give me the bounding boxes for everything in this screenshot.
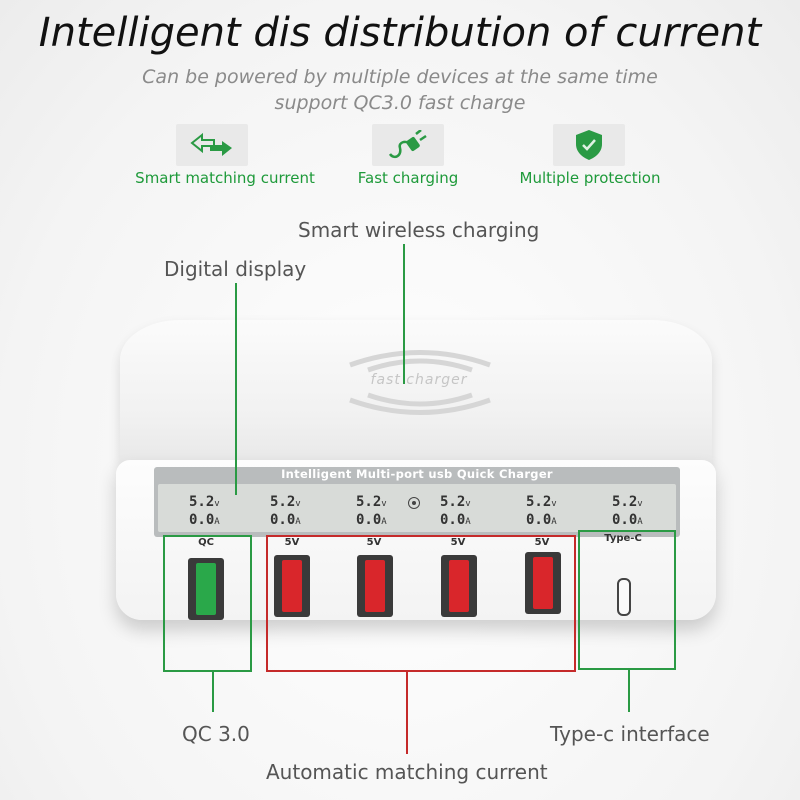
callout-display: Digital display (164, 257, 307, 281)
usb-port-4[interactable] (525, 552, 561, 614)
reading-5: 5.2v 0.0A (526, 494, 557, 528)
feature-fast-charging-label: Fast charging (357, 169, 459, 187)
callout-auto: Automatic matching current (266, 760, 548, 784)
subtitle-line-2: support QC3.0 fast charge (274, 92, 526, 114)
callout-typec: Type-c interface (550, 722, 710, 746)
plug-icon (388, 130, 427, 159)
leader-qc (212, 670, 214, 712)
leader-typec (628, 668, 630, 712)
subtitle-line-1: Can be powered by multiple devices at th… (142, 66, 658, 88)
arrows-switch-icon (190, 132, 232, 156)
wireless-status-icon (408, 497, 420, 509)
callout-qc: QC 3.0 (182, 722, 250, 746)
reading-3: 5.2v 0.0A (356, 494, 387, 528)
qc-highlight-box (163, 535, 252, 672)
usb-port-3[interactable] (441, 555, 477, 617)
callout-wireless: Smart wireless charging (298, 218, 540, 242)
wireless-waves-icon (349, 350, 491, 415)
usb-port-1[interactable] (274, 555, 310, 617)
feature-smart-matching-label: Smart matching current (135, 169, 315, 187)
port-label-5v-3: 5V (450, 537, 466, 548)
port-label-5v-2: 5V (366, 537, 382, 548)
charger-top-surface (120, 320, 712, 480)
reading-2: 5.2v 0.0A (270, 494, 301, 528)
feature-smart-matching-box (176, 124, 248, 166)
pad-text: fast charger (370, 372, 468, 388)
usb-port-2[interactable] (357, 555, 393, 617)
shield-icon (576, 130, 602, 160)
reading-4: 5.2v 0.0A (440, 494, 471, 528)
port-label-5v-4: 5V (534, 537, 550, 548)
feature-fast-charging-box (372, 124, 444, 166)
port-label-typec: Type-C (604, 533, 642, 544)
port-label-5v-1: 5V (284, 537, 300, 548)
feature-protection-label: Multiple protection (519, 169, 661, 187)
port-label-qc: QC (198, 537, 214, 548)
leader-wireless (403, 244, 405, 384)
panel-title: Intelligent Multi-port usb Quick Charger (281, 467, 553, 481)
leader-auto (406, 670, 408, 754)
typec-port[interactable] (617, 578, 631, 616)
reading-6: 5.2v 0.0A (612, 494, 643, 528)
usb-highlight-box (266, 535, 576, 672)
qc-usb-port[interactable] (188, 558, 224, 620)
reading-1: 5.2v 0.0A (189, 494, 220, 528)
typec-highlight-box (578, 530, 676, 670)
feature-protection-box (553, 124, 625, 166)
leader-display (235, 283, 237, 495)
page-title: Intelligent dis distribution of current (38, 10, 762, 56)
